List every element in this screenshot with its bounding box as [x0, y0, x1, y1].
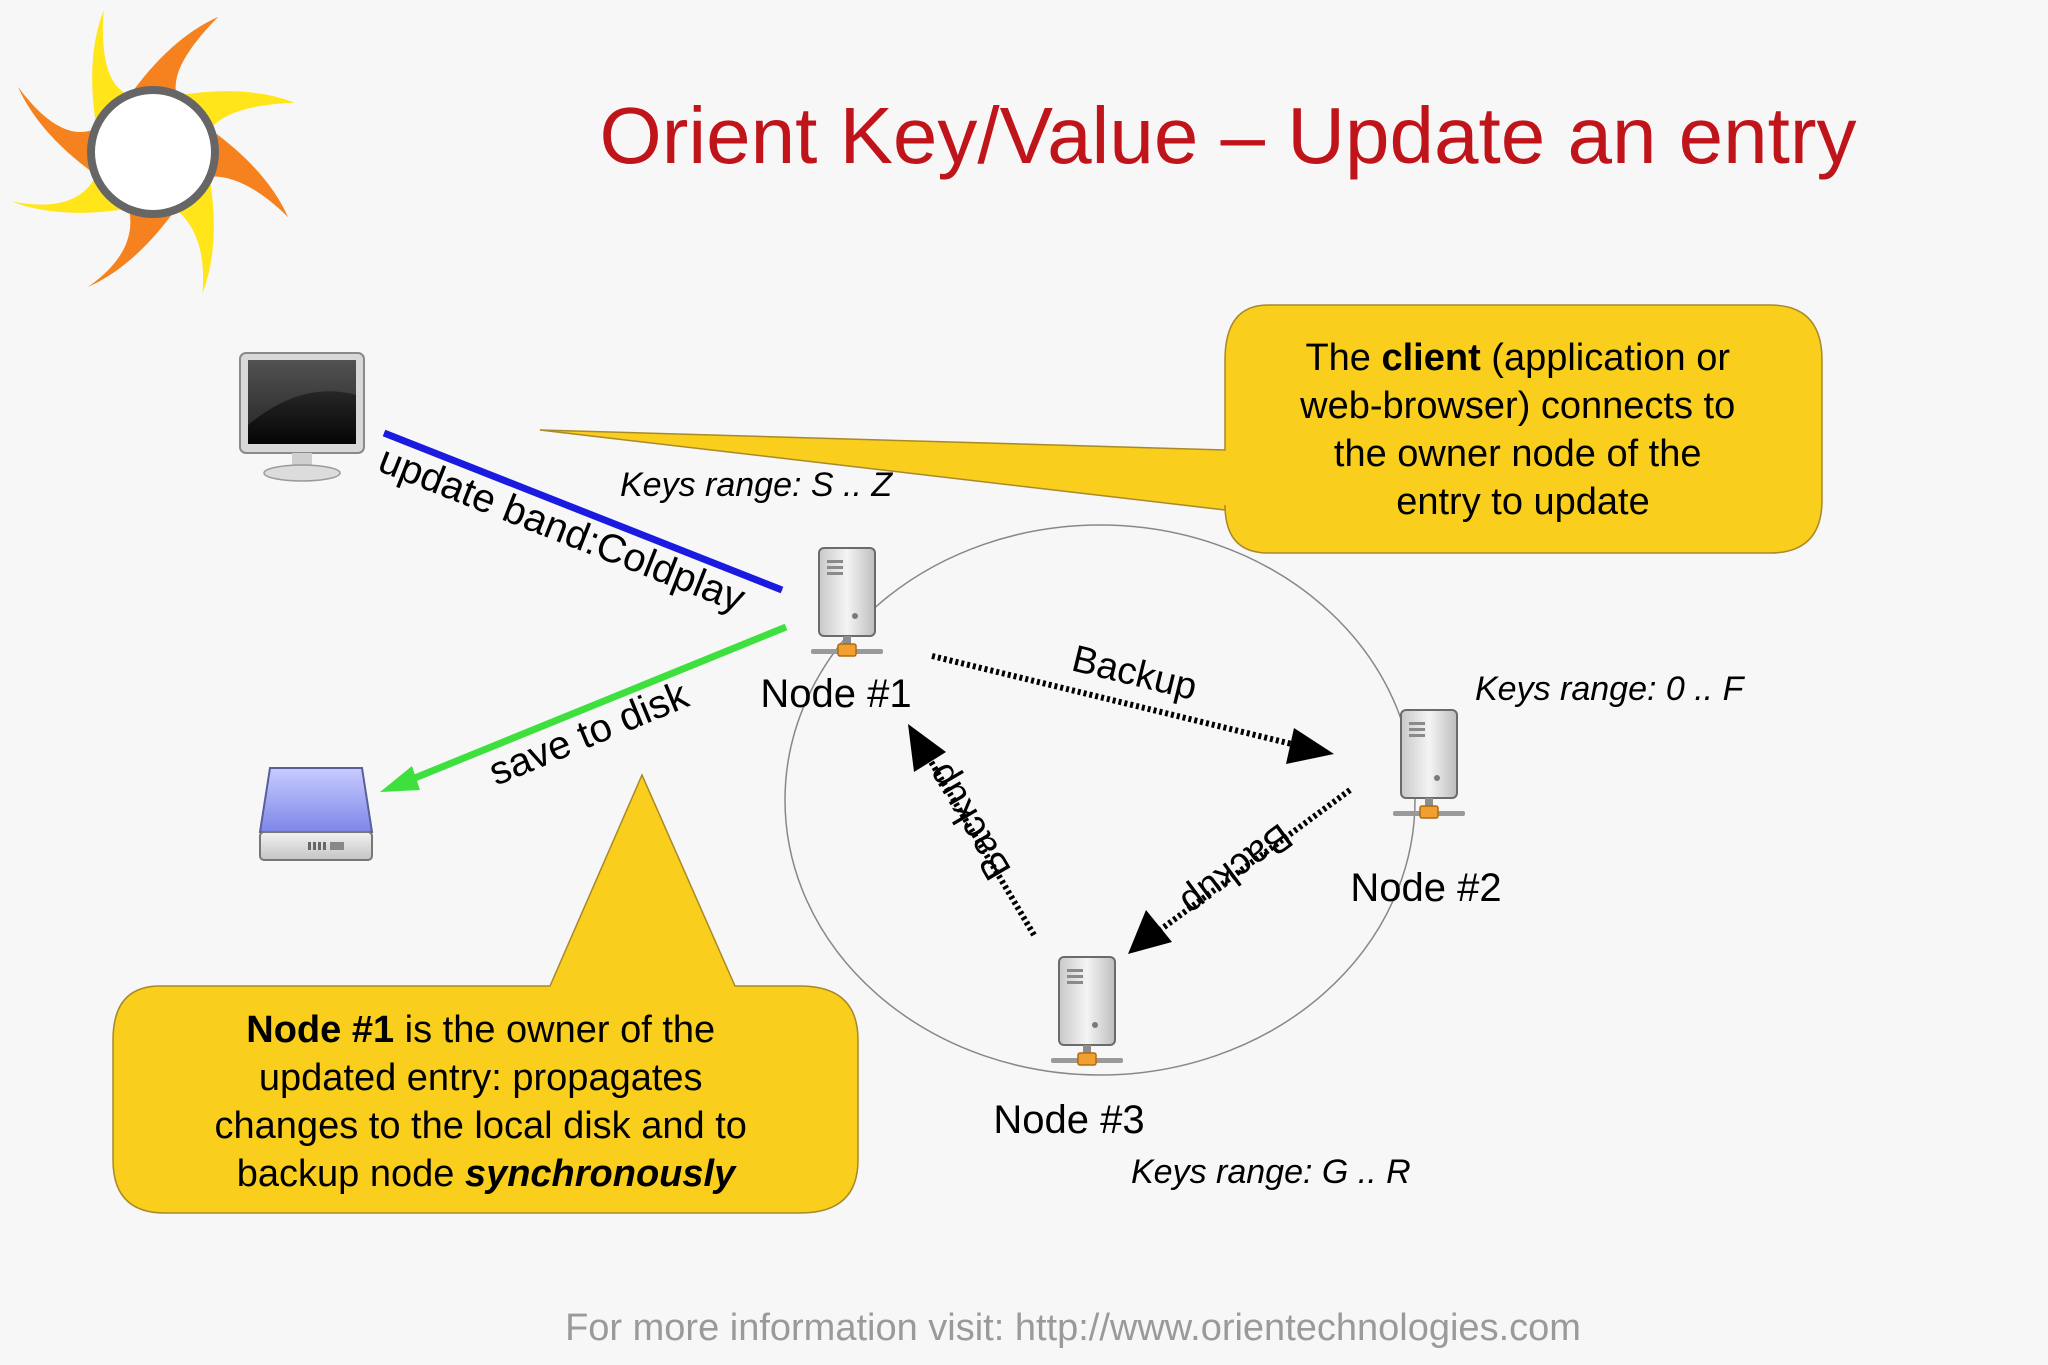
node-1-label: Node #1	[760, 672, 911, 716]
logo-ray	[207, 127, 289, 218]
backup-label-3-1: Backup	[919, 756, 1020, 887]
svg-text:Node #1 is the owner of the: Node #1 is the owner of the updated entr…	[215, 1009, 758, 1195]
page-title: Orient Key/Value – Update an entry	[599, 91, 1856, 180]
save-label: save to disk	[483, 672, 696, 794]
backup-label-1-2: Backup	[1068, 638, 1201, 709]
client-monitor-icon	[239, 352, 365, 482]
owner-callout: Node #1 is the owner of the updated entr…	[112, 773, 859, 1214]
node-1-keys-range: Keys range: S .. Z	[620, 466, 893, 504]
cluster-ring	[784, 524, 1416, 1076]
node-3-server-icon	[1050, 956, 1124, 1066]
client-callout: The client (application or web-browser) …	[539, 304, 1823, 554]
backup-arrow-2-3	[1128, 787, 1352, 954]
logo-ray	[17, 86, 99, 177]
backup-arrow-1-2	[931, 653, 1334, 764]
node-2-keys-range: Keys range: 0 .. F	[1475, 670, 1746, 708]
node-3-label: Node #3	[993, 1098, 1144, 1142]
svg-text:The client (application or: The client (application or web-browser) …	[1299, 337, 1746, 523]
sun-logo	[11, 10, 295, 294]
disk-icon	[258, 767, 374, 861]
node-2-label: Node #2	[1350, 866, 1501, 910]
backup-arrow-3-1	[908, 724, 1037, 937]
node-2-server-icon	[1392, 709, 1466, 819]
footer-info: For more information visit: http://www.o…	[565, 1307, 1581, 1349]
update-label: update band:Coldplay	[373, 437, 751, 621]
update-arrow	[382, 429, 784, 594]
save-arrow	[380, 623, 788, 792]
logo-ray	[87, 206, 178, 288]
logo-ray	[128, 16, 219, 98]
backup-label-2-3: Backup	[1173, 815, 1300, 924]
node-1-server-icon	[810, 547, 884, 657]
node-3-keys-range: Keys range: G .. R	[1131, 1153, 1411, 1191]
